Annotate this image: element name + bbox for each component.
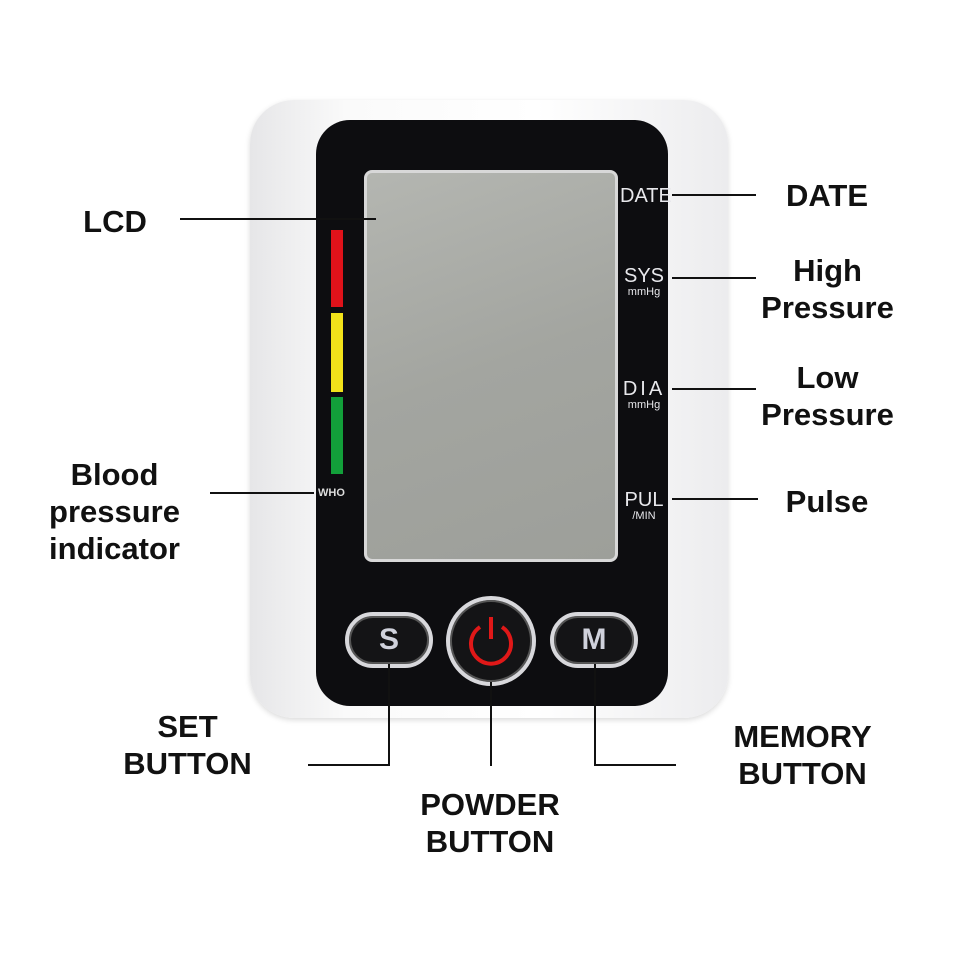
set-button[interactable]: S <box>345 612 433 668</box>
indicator-leader <box>210 492 314 494</box>
pul-leader <box>672 498 758 500</box>
callout-pulse: Pulse <box>785 484 869 519</box>
callout-date: DATE <box>785 178 869 213</box>
indicator-green <box>331 397 343 474</box>
memory-leader-h <box>594 764 676 766</box>
who-label: WHO <box>318 487 345 499</box>
date-label: DATE <box>620 185 672 207</box>
date-leader <box>672 194 756 196</box>
pul-label: PUL/MIN <box>624 489 664 522</box>
set-leader-h <box>308 764 390 766</box>
memory-button-label: M <box>581 623 607 656</box>
power-button[interactable] <box>446 596 536 686</box>
memory-button[interactable]: M <box>550 612 638 668</box>
power-icon <box>469 617 513 666</box>
indicator-red <box>331 230 343 307</box>
dia-leader <box>672 388 756 390</box>
lcd-leader <box>180 218 376 220</box>
set-button-label: S <box>378 623 399 656</box>
sys-leader <box>672 277 756 279</box>
indicator-yellow <box>331 313 343 392</box>
memory-leader-v <box>594 664 596 766</box>
lcd-screen <box>364 170 618 562</box>
power-leader <box>490 682 492 766</box>
set-leader-v <box>388 664 390 766</box>
callout-lcd: LCD <box>83 204 147 239</box>
